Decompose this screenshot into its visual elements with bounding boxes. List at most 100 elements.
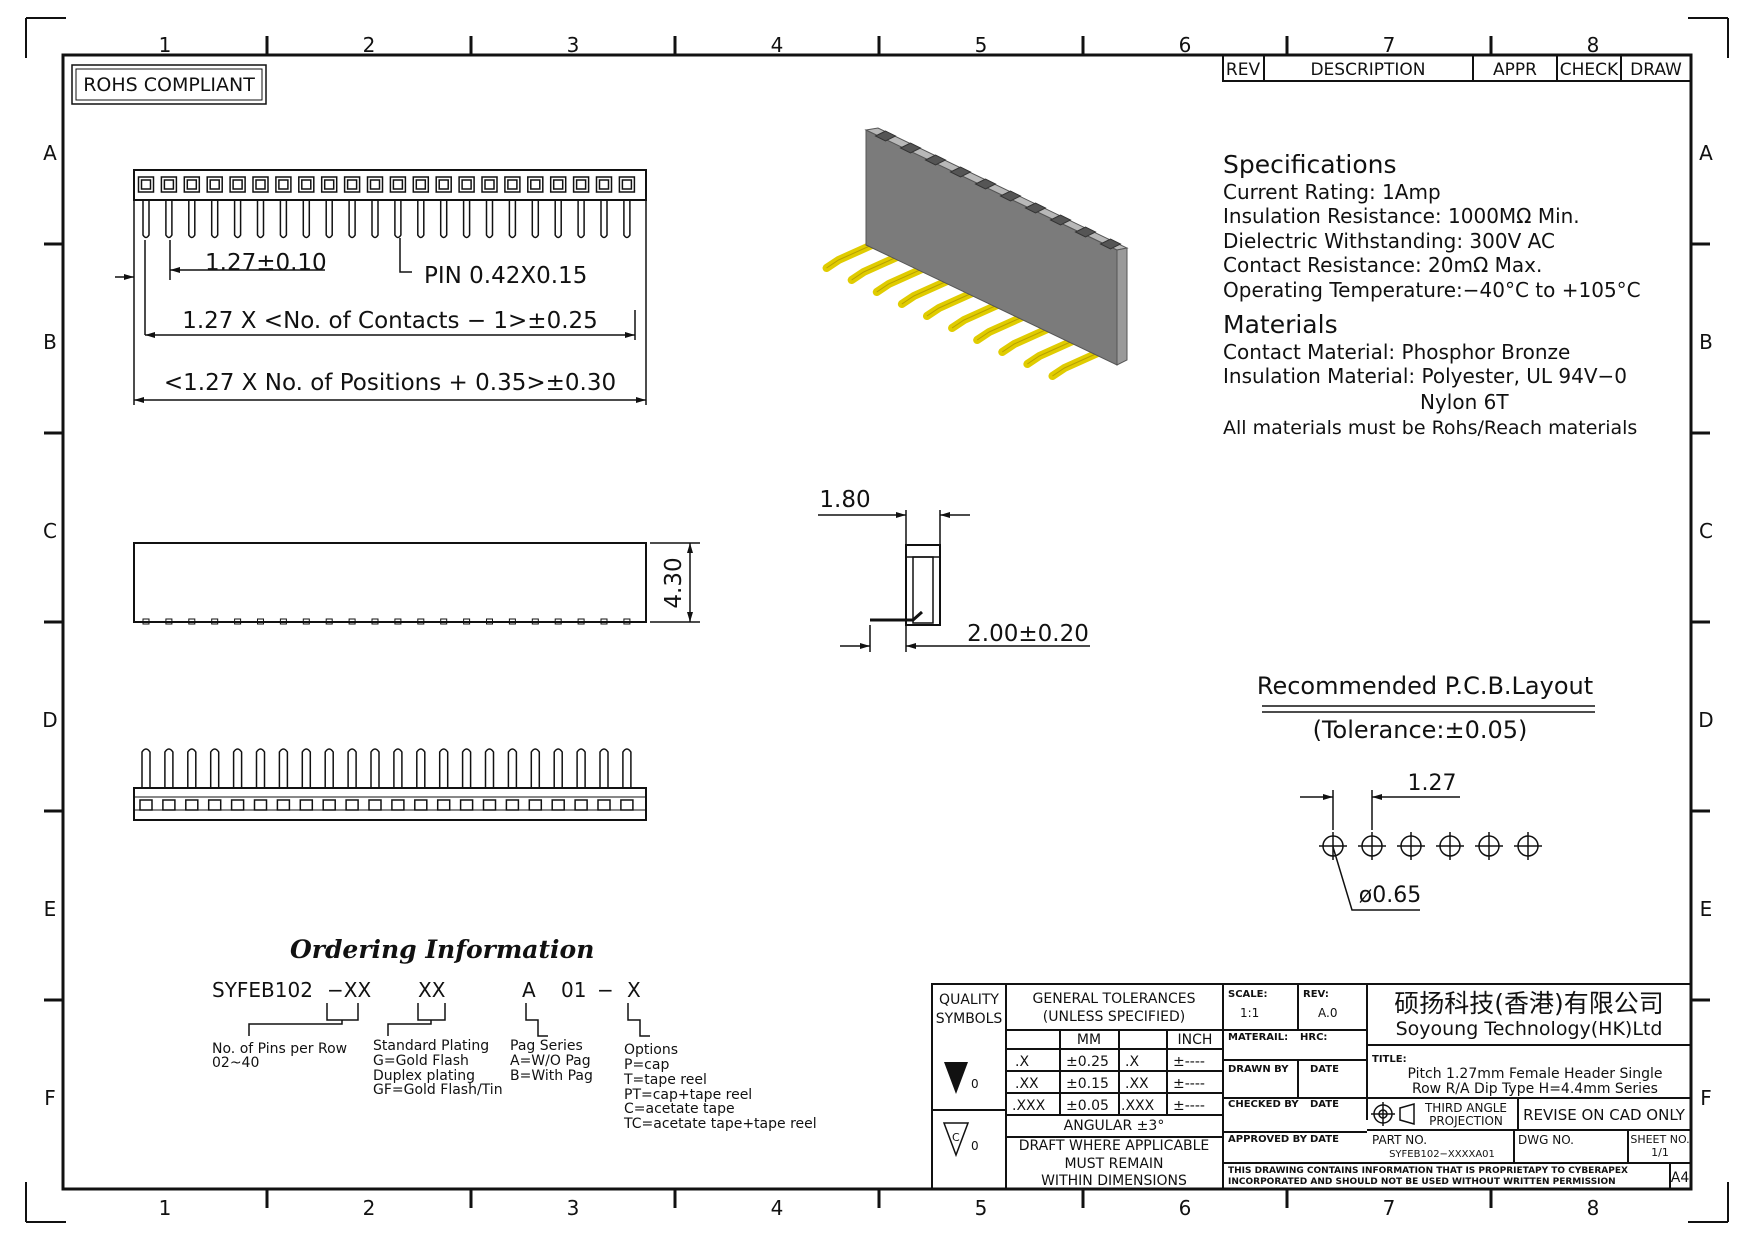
contact-hole — [1049, 214, 1072, 226]
contact-pin — [210, 200, 219, 239]
contact-slot — [482, 799, 497, 811]
contact-foot — [165, 618, 173, 625]
contact-slot — [230, 799, 245, 811]
paper-size: A4 — [1671, 1170, 1690, 1186]
contact-pin — [347, 748, 357, 788]
pag-title: Pag Series — [510, 1038, 583, 1054]
top-view: 1.27±0.10 PIN 0.42X0.15 1.27 X <No. of C… — [115, 169, 647, 405]
contact-foot — [394, 618, 402, 625]
zone-row-label: A — [1699, 141, 1713, 165]
draft-note: DRAFT WHERE APPLICABLE — [1019, 1138, 1210, 1154]
contact-pin — [553, 748, 563, 788]
zone-column-label: 7 — [1383, 33, 1396, 57]
zone-column-label: 8 — [1587, 1196, 1600, 1220]
contact-pin — [417, 200, 425, 239]
contact-foot — [600, 618, 608, 625]
contact-slot — [253, 799, 268, 811]
inch-header: INCH — [1178, 1032, 1213, 1048]
pag-line: B=With Pag — [510, 1068, 593, 1084]
contact-cavity — [618, 176, 636, 193]
zone-row-label: C — [43, 519, 57, 543]
contact-foot — [440, 618, 448, 625]
contact-pin — [348, 200, 356, 239]
company-name-en: Soyoung Technology(HK)Ltd — [1396, 1018, 1663, 1040]
drawn-by-label: DRAWN BY — [1228, 1064, 1289, 1075]
contact-foot — [577, 618, 585, 625]
contact-slot — [436, 799, 451, 811]
contact-pin — [507, 748, 518, 788]
material-line: Contact Material: Phosphor Bronze — [1223, 340, 1570, 364]
drawing-title: Pitch 1.27mm Female Header Single — [1408, 1066, 1663, 1082]
contact-cavity — [343, 176, 361, 193]
front-view — [133, 748, 647, 821]
contact-foot — [554, 618, 562, 625]
contact-pin — [301, 748, 312, 788]
tol-inch: ±---- — [1173, 1054, 1205, 1070]
check-header: CHECK — [1560, 60, 1619, 80]
rev-value: A.0 — [1318, 1006, 1337, 1020]
contact-pin — [142, 200, 150, 239]
contact-cavity — [527, 176, 544, 193]
contact-pin — [164, 748, 174, 788]
zone-column-label: 2 — [363, 1196, 376, 1220]
contact-foot — [348, 618, 356, 625]
title-block: QUALITY SYMBOLS GENERAL TOLERANCES (UNLE… — [931, 983, 1692, 1190]
draft-note: WITHIN DIMENSIONS — [1041, 1173, 1187, 1189]
spec-line: Insulation Resistance: 1000MΩ Min. — [1223, 204, 1580, 228]
contact-cavity — [458, 176, 475, 193]
quality-symbol-major: C 0 — [942, 1122, 979, 1158]
contact-pin — [324, 748, 334, 788]
height-dimension: 4.30 — [661, 557, 687, 608]
material-label: MATERAIL: — [1228, 1032, 1288, 1043]
contact-pin — [599, 748, 609, 788]
order-code-dash: − — [597, 978, 614, 1002]
title-label: TITLE: — [1372, 1054, 1407, 1065]
third-angle-projection-icon — [1371, 1102, 1415, 1126]
zone-column-label: 1 — [159, 33, 172, 57]
zone-column-label: 6 — [1179, 33, 1192, 57]
contact-slot — [597, 799, 611, 811]
contact-foot — [463, 618, 471, 625]
contact-pin — [325, 200, 333, 239]
rev-header: REV — [1226, 60, 1261, 80]
zone-row-label: E — [1700, 897, 1713, 921]
contact-pin — [187, 748, 197, 788]
contact-hole — [1024, 202, 1047, 214]
tol-prefix: .XX — [1015, 1076, 1039, 1092]
contact-slot — [139, 799, 153, 811]
zone-column-label: 4 — [771, 33, 784, 57]
tol-prefix: .X — [1125, 1054, 1139, 1070]
order-code-plating: XX — [418, 978, 446, 1002]
contact-slot — [368, 799, 382, 811]
contact-cavity — [366, 176, 384, 193]
contact-hole — [949, 166, 972, 178]
section-width-dimension: 1.80 — [819, 487, 870, 513]
quality-symbol-letter: C — [952, 1131, 960, 1144]
plating-line: Duplex plating — [373, 1068, 475, 1084]
contact-slot — [414, 799, 428, 811]
contact-slot — [574, 799, 588, 811]
mm-header: MM — [1077, 1032, 1101, 1048]
side-view: 4.30 — [133, 542, 700, 625]
zone-column-label: 1 — [159, 1196, 172, 1220]
contact-pin — [530, 748, 541, 788]
positions-dimension: <1.27 X No. of Positions + 0.35>±0.30 — [164, 370, 616, 396]
options-line: P=cap — [624, 1057, 669, 1073]
contact-slot — [185, 799, 199, 811]
contact-cavity — [183, 176, 201, 193]
contact-pin — [622, 748, 632, 788]
contact-pin — [416, 748, 426, 788]
contact-slot — [505, 799, 520, 811]
contact-pin — [462, 200, 471, 239]
zone-column-label: 8 — [1587, 33, 1600, 57]
spec-line: Dielectric Withstanding: 300V AC — [1223, 229, 1555, 253]
contact-pin — [302, 200, 311, 239]
contact-foot — [417, 618, 425, 625]
contact-pin — [439, 200, 448, 239]
part-no-label: PART NO. — [1372, 1133, 1427, 1147]
contact-pin — [141, 748, 151, 788]
contact-cavity — [252, 176, 269, 193]
contact-hole — [924, 154, 947, 166]
approved-by-label: APPROVED BY — [1228, 1134, 1308, 1145]
